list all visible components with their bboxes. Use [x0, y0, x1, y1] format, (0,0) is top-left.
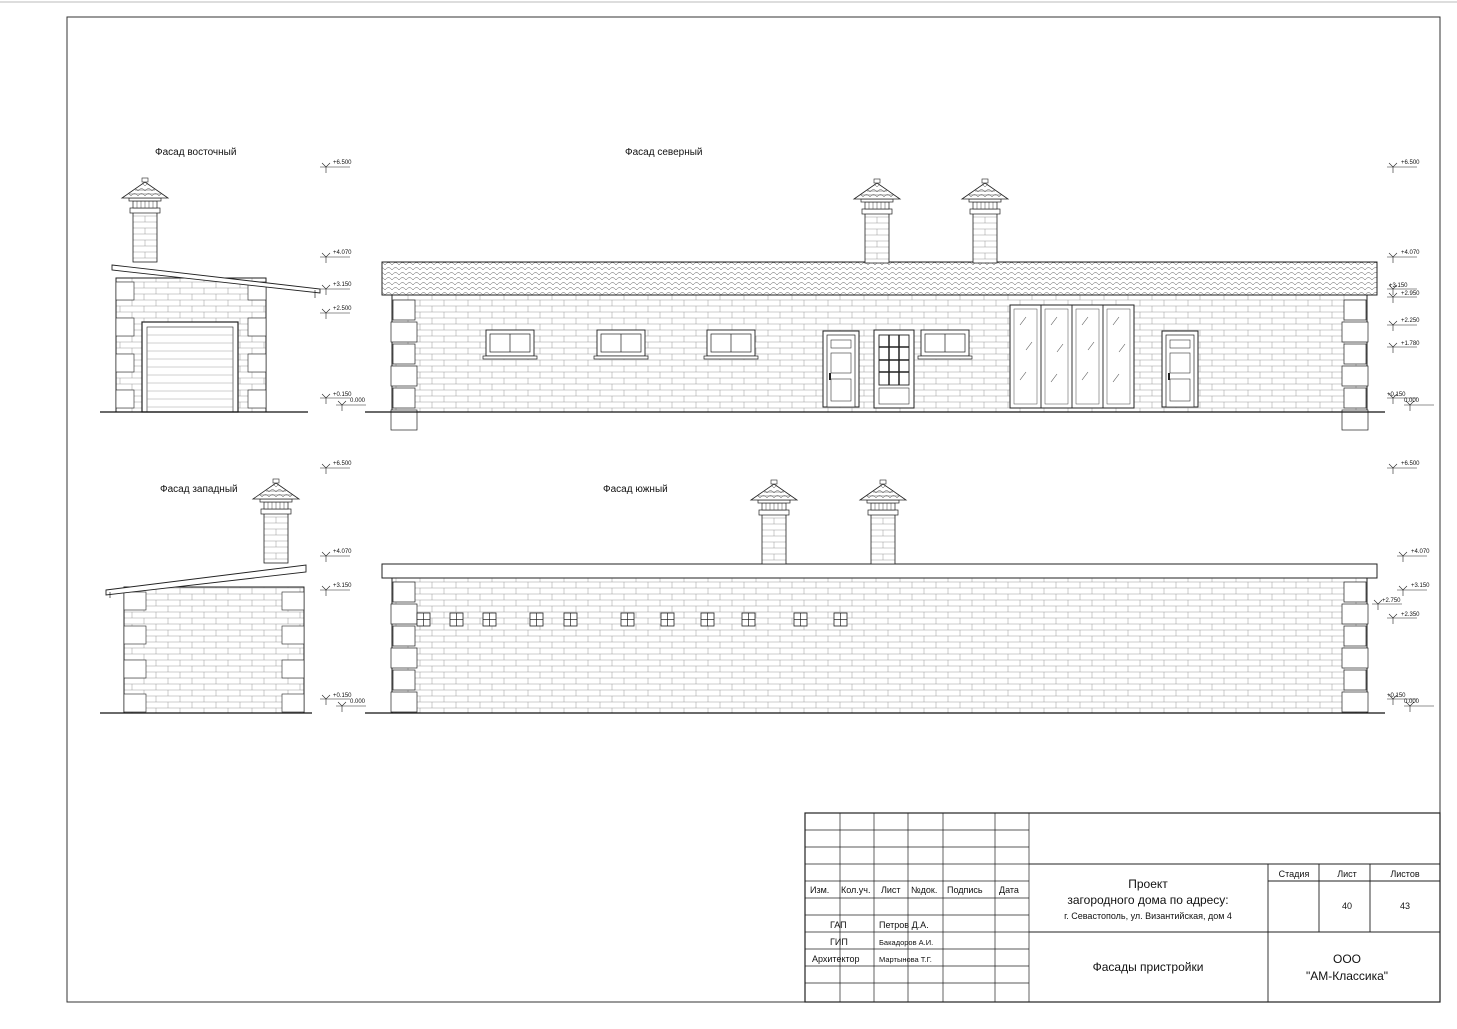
svg-text:+3.150: +3.150 [333, 583, 352, 589]
svg-text:0.000: 0.000 [350, 699, 366, 705]
north-door-2 [1161, 330, 1199, 408]
svg-text:+2.500: +2.500 [333, 306, 352, 312]
svg-text:0.000: 0.000 [1404, 699, 1420, 705]
svg-text:+3.150: +3.150 [1389, 283, 1408, 289]
tb-org-line2: "АМ-Классика" [1306, 969, 1388, 983]
tb-role-arch: Архитектор [812, 954, 860, 964]
south-facade-title: Фасад южный [603, 484, 668, 495]
east-facade: Фасад восточный +6.500 +4.070 +3.150 +2.… [100, 147, 367, 413]
svg-text:+0.150: +0.150 [333, 693, 352, 699]
west-facade-title: Фасад западный [160, 484, 238, 495]
tb-sheet-value: 40 [1342, 901, 1352, 911]
svg-text:+0.150: +0.150 [333, 392, 352, 398]
tb-sheets-label: Листов [1390, 869, 1419, 879]
east-facade-title: Фасад восточный [155, 147, 236, 158]
svg-text:+6.500: +6.500 [333, 160, 352, 166]
tb-org-line1: ООО [1333, 952, 1361, 966]
tb-role-gip: ГИП [830, 937, 848, 947]
north-chimney-1 [853, 178, 901, 264]
svg-text:0.000: 0.000 [1404, 398, 1420, 404]
tb-stage-label: Стадия [1279, 869, 1310, 879]
tb-header-list: Лист [881, 885, 901, 895]
svg-text:+4.070: +4.070 [1401, 250, 1420, 256]
tb-sheet-title: Фасады пристройки [1093, 960, 1204, 974]
tb-header-podpis: Подпись [947, 885, 983, 895]
tb-name-gap: Петров Д.А. [879, 920, 929, 930]
svg-text:+4.070: +4.070 [1411, 549, 1430, 555]
south-chimney-1 [750, 479, 798, 565]
tb-header-izm: Изм. [810, 885, 829, 895]
north-levels: +6.500 +4.070 +3.150 +2.950 +2.250 +1.78… [1386, 160, 1435, 412]
north-facade-title: Фасад северный [625, 147, 703, 158]
title-block: Изм. Кол.уч. Лист №док. Подпись Дата ГАП… [804, 812, 1441, 1003]
svg-text:0.000: 0.000 [350, 398, 366, 404]
tb-sheet-label: Лист [1337, 869, 1357, 879]
west-levels: +6.500 +4.070 +3.150 +0.150 0.000 [319, 461, 367, 713]
tb-project-line1: Проект [1128, 877, 1168, 891]
tb-project-line2: загородного дома по адресу: [1067, 893, 1228, 907]
tb-name-gip: Бакадоров А.И. [879, 938, 933, 947]
north-window-3 [703, 329, 759, 360]
svg-text:+2.350: +2.350 [1401, 612, 1420, 618]
north-window-1 [482, 329, 538, 360]
svg-text:+3.150: +3.150 [333, 282, 352, 288]
svg-text:+1.780: +1.780 [1401, 341, 1420, 347]
svg-text:+2.950: +2.950 [1401, 291, 1420, 297]
tb-project-address: г. Севастополь, ул. Византийская, дом 4 [1064, 911, 1232, 921]
svg-text:+4.070: +4.070 [333, 549, 352, 555]
north-window-2 [593, 329, 649, 360]
south-levels: +6.500 +4.070 +3.150 +2.750 +2.350 +0.15… [1371, 461, 1435, 713]
south-chimney-2 [859, 479, 907, 565]
north-facade: Фасад северный [365, 147, 1435, 431]
svg-text:+2.750: +2.750 [1382, 598, 1401, 604]
tb-header-kol-uch: Кол.уч. [841, 885, 871, 895]
svg-text:+6.500: +6.500 [333, 461, 352, 467]
svg-text:+0.150: +0.150 [1387, 392, 1406, 398]
north-door-glazed [873, 329, 915, 409]
svg-text:+2.250: +2.250 [1401, 318, 1420, 324]
east-levels: +6.500 +4.070 +3.150 +2.500 +0.150 0.000 [319, 160, 367, 412]
east-chimney [121, 177, 169, 263]
svg-text:+6.500: +6.500 [1401, 461, 1420, 467]
north-glass-wall [1009, 304, 1135, 409]
tb-header-ndok: №док. [911, 885, 937, 895]
north-window-4 [917, 329, 973, 360]
south-facade: Фасад южный +6.500 +4.070 +3.150 +2 [365, 461, 1435, 714]
tb-sheets-value: 43 [1400, 901, 1410, 911]
svg-text:+6.500: +6.500 [1401, 160, 1420, 166]
west-facade: Фасад западный +6.500 +4.070 +3.150 +0.1… [100, 461, 367, 714]
tb-header-data: Дата [999, 885, 1019, 895]
svg-text:+3.150: +3.150 [1411, 583, 1430, 589]
west-chimney [252, 478, 300, 564]
north-door-1 [822, 330, 860, 408]
svg-text:+0.150: +0.150 [1387, 693, 1406, 699]
north-chimney-2 [961, 178, 1009, 264]
sheet-frame [66, 16, 1441, 1003]
tb-role-gap: ГАП [830, 920, 847, 930]
tb-name-arch: Мартынова Т.Г. [879, 955, 932, 964]
svg-text:+4.070: +4.070 [333, 250, 352, 256]
